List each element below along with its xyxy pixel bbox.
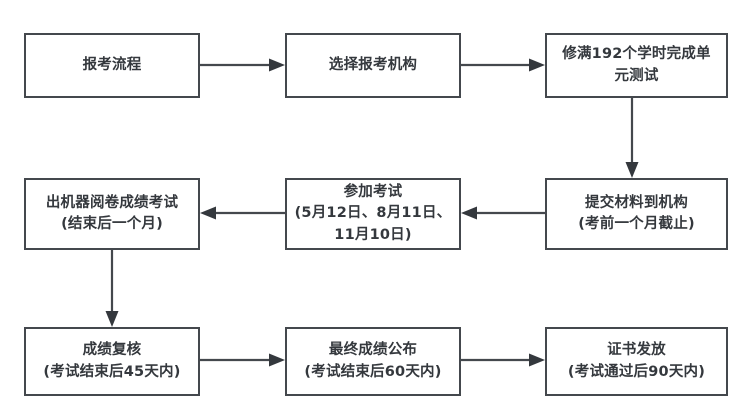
node-apply-process[interactable]: 报考流程	[24, 33, 200, 98]
node-submit-material[interactable]: 提交材料到机构 (考前一个月截止)	[545, 178, 728, 250]
node-score-review-label: 成绩复核 (考试结束后45天内)	[43, 342, 181, 380]
node-apply-process-label: 报考流程	[82, 56, 142, 73]
edge-apply-process-to-select-org	[200, 58, 285, 72]
node-complete-hours-label: 修满192个学时完成单 元测试	[562, 46, 711, 84]
node-final-score-label: 最终成绩公布 (考试结束后60天内)	[304, 342, 442, 380]
edge-submit-material-to-attend-exam	[461, 206, 545, 220]
node-final-score[interactable]: 最终成绩公布 (考试结束后60天内)	[285, 327, 461, 396]
edge-final-score-to-certificate	[461, 353, 545, 367]
edge-attend-exam-to-machine-score	[200, 206, 285, 220]
edge-complete-hours-to-submit-material	[625, 98, 639, 178]
node-certificate[interactable]: 证书发放 (考试通过后90天内)	[545, 327, 728, 396]
edge-score-review-to-final-score	[200, 353, 285, 367]
node-submit-material-label: 提交材料到机构 (考前一个月截止)	[578, 194, 695, 232]
node-select-org[interactable]: 选择报考机构	[285, 33, 461, 98]
node-complete-hours[interactable]: 修满192个学时完成单 元测试	[545, 33, 728, 98]
node-score-review[interactable]: 成绩复核 (考试结束后45天内)	[24, 327, 200, 396]
node-certificate-label: 证书发放 (考试通过后90天内)	[567, 342, 706, 380]
node-machine-score-label: 出机器阅卷成绩考试 (结束后一个月)	[45, 194, 179, 232]
node-attend-exam-label: 参加考试 (5月12日、8月11日、 11月10日)	[294, 184, 452, 243]
node-machine-score[interactable]: 出机器阅卷成绩考试 (结束后一个月)	[24, 178, 200, 250]
edge-machine-score-to-score-review	[105, 250, 119, 327]
node-attend-exam[interactable]: 参加考试 (5月12日、8月11日、 11月10日)	[285, 178, 461, 250]
edge-select-org-to-complete-hours	[461, 58, 545, 72]
node-select-org-label: 选择报考机构	[328, 56, 418, 73]
